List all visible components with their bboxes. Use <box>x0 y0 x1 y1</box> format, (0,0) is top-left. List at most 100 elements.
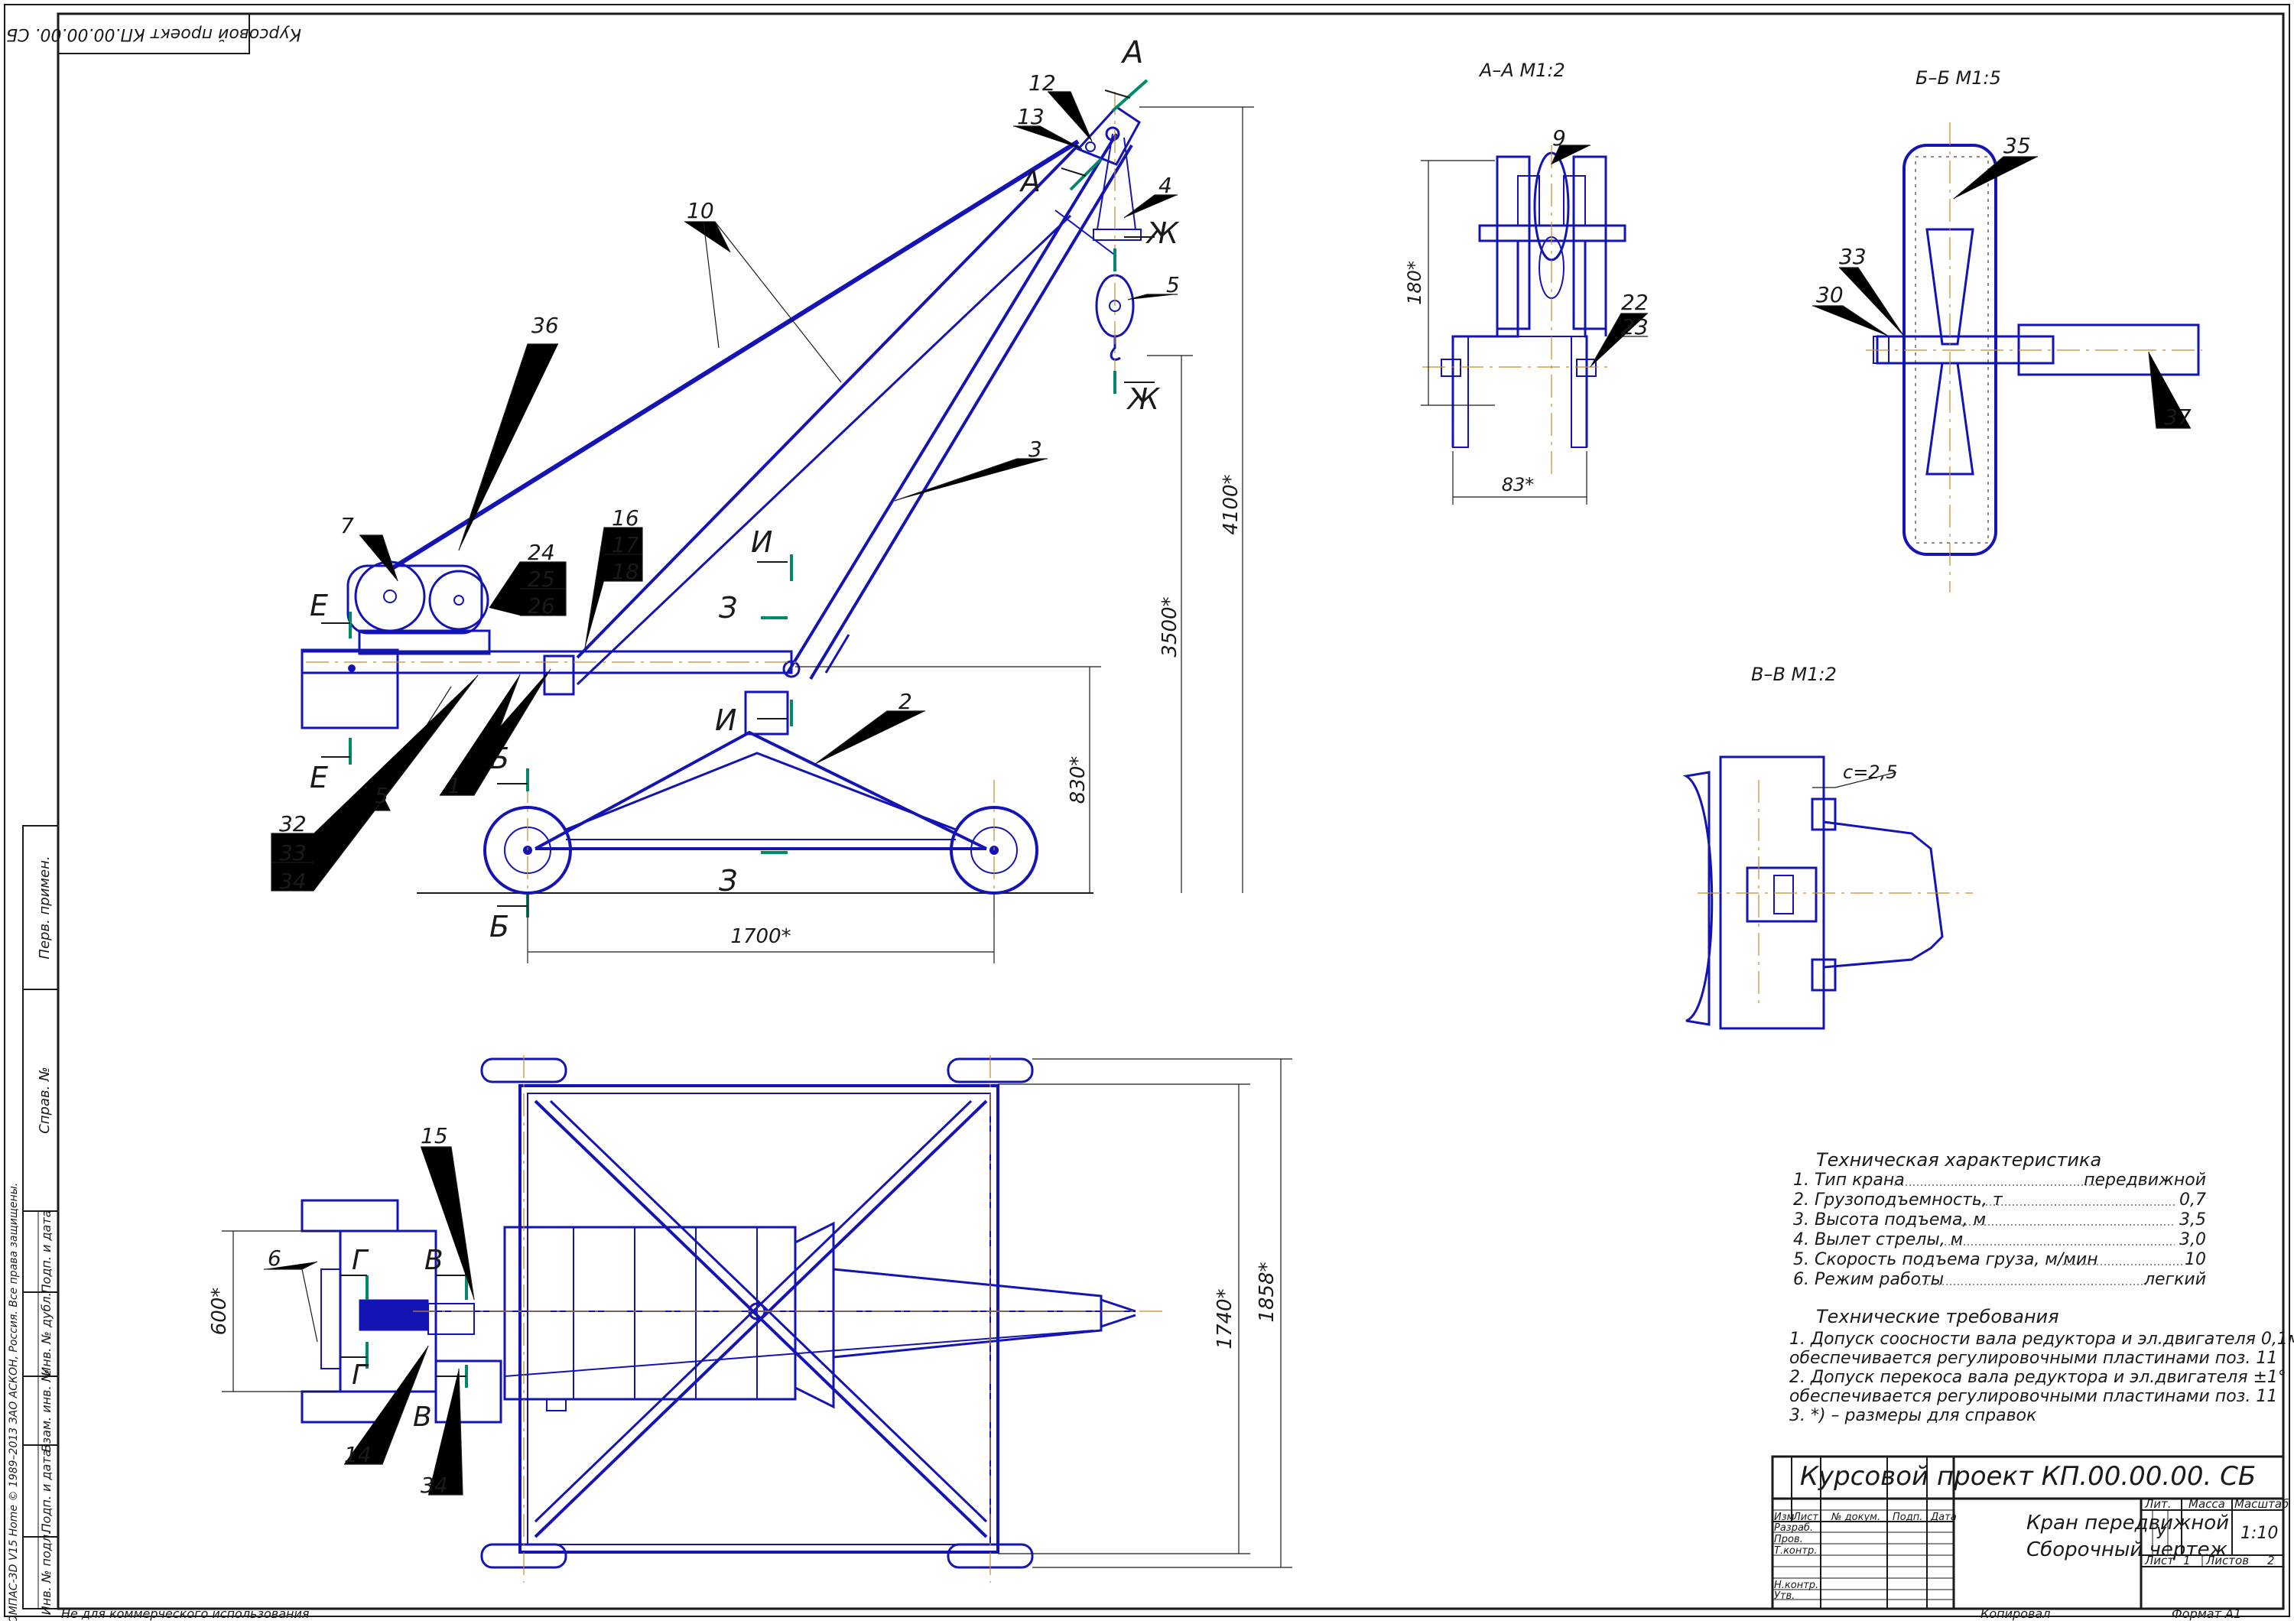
callout-10: 10 <box>687 198 714 223</box>
footer-left: Не для коммерческого использования <box>61 1606 310 1621</box>
callout-13: 13 <box>1017 104 1045 129</box>
tech-req-title: Технические требования <box>1816 1306 2059 1327</box>
callout-16: 16 <box>612 505 639 531</box>
tech-char-label: 1. Тип крана <box>1793 1171 1905 1190</box>
view-title-bb: Б–Б М1:5 <box>1915 67 2001 89</box>
section-letter-b: Б <box>489 910 509 944</box>
callout-37: 37 <box>2164 404 2192 430</box>
tech-char-value: 10 <box>2185 1250 2206 1269</box>
section-letter-e: Е <box>310 589 328 622</box>
side-copyright-text: КОМПАС-3D V15 Home © 1989–2013 ЗАО АСКОН… <box>8 1183 20 1621</box>
left-box-label: Инв. № дубл. <box>39 1292 54 1376</box>
left-margin-boxes: Перв. примен. Справ. № Подп. и дата Инв.… <box>8 825 59 1624</box>
dim-1858: 1858* <box>1256 1262 1279 1322</box>
section-bb: Б–Б М1:5 35 33 30 37 <box>1812 67 2202 593</box>
tb-col-header: Подп. <box>1893 1512 1922 1523</box>
section-letter-z: З <box>719 864 737 898</box>
section-letter-a: А <box>1019 164 1041 198</box>
tb-col-header: Лист <box>1792 1512 1818 1523</box>
callout-17: 17 <box>612 532 639 557</box>
dim-1700: 1700* <box>730 925 791 948</box>
tech-req-line: 1. Допуск соосности вала редуктора и эл.… <box>1789 1330 2294 1349</box>
callout-15: 15 <box>421 1123 448 1148</box>
tb-sheet-value: 1 <box>2183 1554 2191 1567</box>
tb-lit-label: Лит. <box>2144 1497 2172 1511</box>
tech-char-label: 3. Высота подъема, м <box>1793 1210 1986 1229</box>
tb-col-header: Дата <box>1930 1512 1957 1523</box>
tb-col-header: № докум. <box>1831 1512 1880 1523</box>
callout-26: 26 <box>528 593 555 619</box>
crane-side-view: А А Ж Ж И И З З Е Е Б Б 4100* 3500* 830*… <box>271 35 1254 963</box>
callout-36: 36 <box>531 313 559 338</box>
title-name-line1: Кран передвижной <box>2026 1512 2229 1535</box>
tb-lit-value: У <box>2156 1524 2167 1542</box>
section-letter-a: А <box>1120 35 1143 70</box>
tb-mass-label: Масса <box>2188 1497 2225 1511</box>
callout-34: 34 <box>421 1473 448 1498</box>
dim-aa-180: 180* <box>1404 261 1425 305</box>
main-callouts: 12 13 10 36 4 5 3 7 24 25 26 16 17 18 2 … <box>279 70 1180 894</box>
tb-copied: Копировал <box>1980 1606 2050 1621</box>
rotated-stamp-text: Курсовой проект КП.00.00.00. СБ <box>6 24 301 44</box>
tb-scale-value: 1:10 <box>2240 1524 2278 1543</box>
tb-col-header: Изм <box>1774 1512 1795 1523</box>
section-letter-z: З <box>719 591 737 625</box>
tb-sheets-value: 2 <box>2267 1554 2275 1567</box>
callout-22: 22 <box>1621 290 1649 315</box>
callout-33: 33 <box>1839 244 1867 269</box>
dim-3500: 3500* <box>1158 596 1181 657</box>
tech-req-line: обеспечивается регулировочными пластинам… <box>1789 1349 2277 1368</box>
callout-3: 3 <box>1028 437 1042 462</box>
callout-30: 30 <box>1816 282 1844 307</box>
section-letter-v: В <box>424 1245 444 1276</box>
tech-req-line: обеспечивается регулировочными пластинам… <box>1789 1387 2277 1406</box>
dim-600: 600* <box>208 1288 231 1336</box>
left-box-label: Справ. № <box>37 1067 53 1134</box>
dim-aa-83: 83* <box>1502 474 1535 495</box>
plan-callouts: 15 6 14 34 <box>268 1123 448 1498</box>
tb-sheet-label: Лист <box>2144 1554 2175 1567</box>
callout-7: 7 <box>340 513 354 538</box>
title-designation: Курсовой проект КП.00.00.00. СБ <box>1800 1461 2256 1492</box>
tb-row-label: Т.контр. <box>1774 1545 1817 1557</box>
tech-char-title: Техническая характеристика <box>1816 1149 2101 1171</box>
tb-row-label: Утв. <box>1774 1590 1795 1602</box>
callout-24: 24 <box>528 540 555 565</box>
section-letter-v: В <box>413 1402 432 1433</box>
tech-char-label: 6. Режим работы <box>1793 1270 1944 1289</box>
left-box-label: Подп. и дата <box>39 1450 54 1533</box>
tech-char-value: 3,5 <box>2179 1210 2206 1229</box>
tech-char-label: 4. Вылет стрелы, м <box>1793 1230 1963 1249</box>
title-block: Курсовой проект КП.00.00.00. СБ Кран пер… <box>1771 1455 2289 1610</box>
tb-sheets-label: Листов <box>2205 1554 2249 1567</box>
callout-6: 6 <box>268 1246 281 1271</box>
section-letter-zh: Ж <box>1126 382 1161 416</box>
tech-req-line: 3. *) – размеры для справок <box>1789 1406 2037 1425</box>
callout-5: 5 <box>1166 272 1180 297</box>
rotated-stamp: Курсовой проект КП.00.00.00. СБ <box>6 13 301 54</box>
section-letter-g: Г <box>352 1359 369 1391</box>
callout-12: 12 <box>1028 70 1056 96</box>
tb-row-label: Разраб. <box>1774 1522 1813 1534</box>
title-name-line2: Сборочный чертеж <box>2026 1538 2228 1561</box>
tb-row-label: Н.контр. <box>1774 1580 1818 1591</box>
callout-34: 34 <box>279 869 307 894</box>
view-title-aa: А–А М1:2 <box>1478 60 1565 81</box>
view-title-vv: В–В М1:2 <box>1751 664 1837 685</box>
tb-row-label: Пров. <box>1774 1534 1803 1545</box>
callout-23: 23 <box>1621 314 1649 339</box>
callout-18: 18 <box>612 559 639 584</box>
tech-requirements: Технические требования 1. Допуск сооснос… <box>1789 1306 2294 1425</box>
left-box-label: Перв. примен. <box>37 856 53 959</box>
section-aa: А–А М1:2 180* 83* 9 22 23 <box>1404 60 1649 505</box>
callout-35: 35 <box>2003 133 2031 158</box>
section-vv: В–В М1:2 c=2,5 <box>1682 664 1973 1030</box>
dim-830: 830* <box>1067 756 1090 804</box>
tech-char-label: 5. Скорость подъема груза, м/мин <box>1793 1250 2098 1269</box>
tb-format: Формат А1 <box>2172 1606 2241 1621</box>
callout-5: 5 <box>375 783 388 808</box>
